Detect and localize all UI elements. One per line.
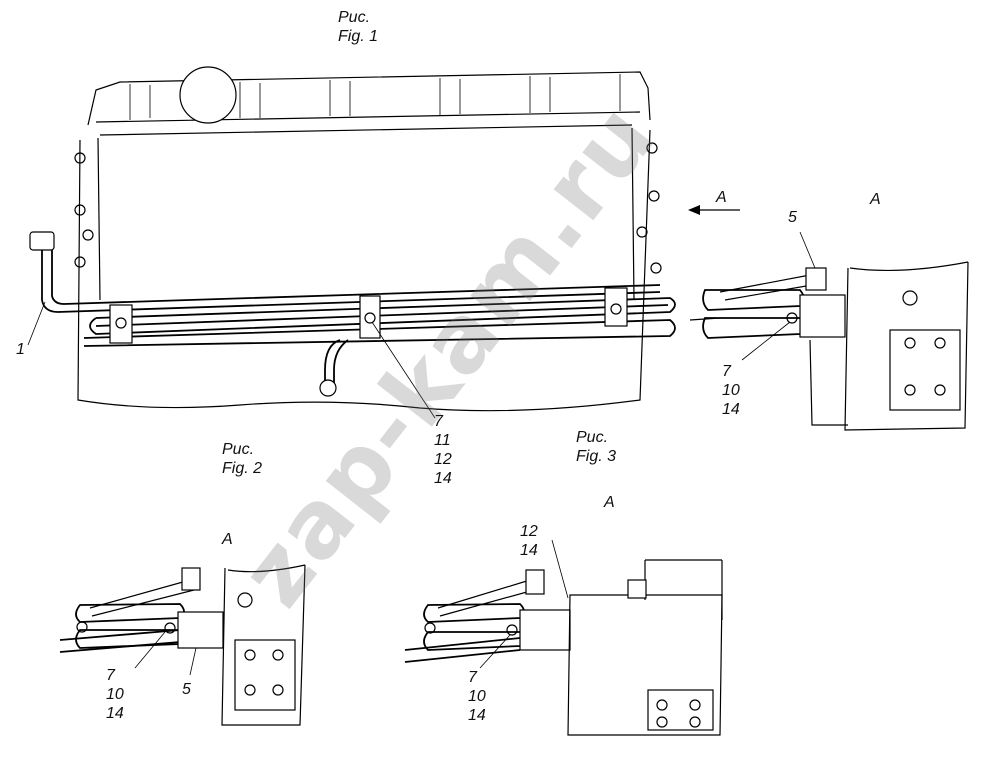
fig2-ru: Рис. [222,441,255,458]
fig1-en: Fig. [338,28,365,45]
callout-top-7: 7 [722,363,731,380]
view-a-fig3-label: A [604,494,615,511]
leader-lines-main [27,301,436,419]
radiator-assembly [74,66,662,412]
fig3-num: 3 [607,448,617,465]
callout-fig3-10: 10 [468,688,486,705]
fig2-en: Fig. [222,460,249,477]
callout-main-7: 7 [434,413,443,430]
callout-fig3-stack: 7 10 14 [468,668,486,725]
view-a-fig2-label: A [222,531,233,548]
callout-main-12: 12 [434,451,452,468]
view-a-top-label: A [870,191,881,208]
callout-top-10: 10 [722,382,740,399]
fig3-en: Fig. [576,448,603,465]
callout-main-11: 11 [434,432,451,449]
fig2-num: 2 [253,460,263,477]
callout-1: 1 [16,341,25,358]
oil-cooler-pipes [29,205,740,397]
callout-fig2-stack: 7 10 14 [106,666,124,723]
fig1-num: 1 [369,28,379,45]
view-a-top [689,231,969,431]
callout-fig2-10: 10 [106,686,124,703]
callout-top-stack: 7 10 14 [722,362,740,419]
fig3-caption: Рис. Fig. 3 [576,428,616,466]
callout-fig3-14: 14 [468,707,486,724]
callout-fig3-12: 12 [520,523,538,540]
callout-fig2-5: 5 [182,681,191,698]
callout-fig3-top: 12 14 [520,522,538,560]
callout-fig3-7: 7 [468,669,477,686]
callout-top-5: 5 [788,209,797,226]
view-arrow-label: A [716,189,727,206]
view-a-fig3 [404,539,723,736]
callout-fig3-14: 14 [520,542,538,559]
callout-fig2-7: 7 [106,667,115,684]
fig3-ru: Рис. [576,429,609,446]
view-a-fig2 [59,564,306,726]
fig1-ru: Рис. [338,9,371,26]
callout-fig2-14: 14 [106,705,124,722]
callout-main-center: 7 11 12 14 [434,412,452,488]
fig1-caption: Рис. Fig. 1 [338,8,378,46]
callout-top-14: 14 [722,401,740,418]
callout-main-14: 14 [434,470,452,487]
fig2-caption: Рис. Fig. 2 [222,440,262,478]
